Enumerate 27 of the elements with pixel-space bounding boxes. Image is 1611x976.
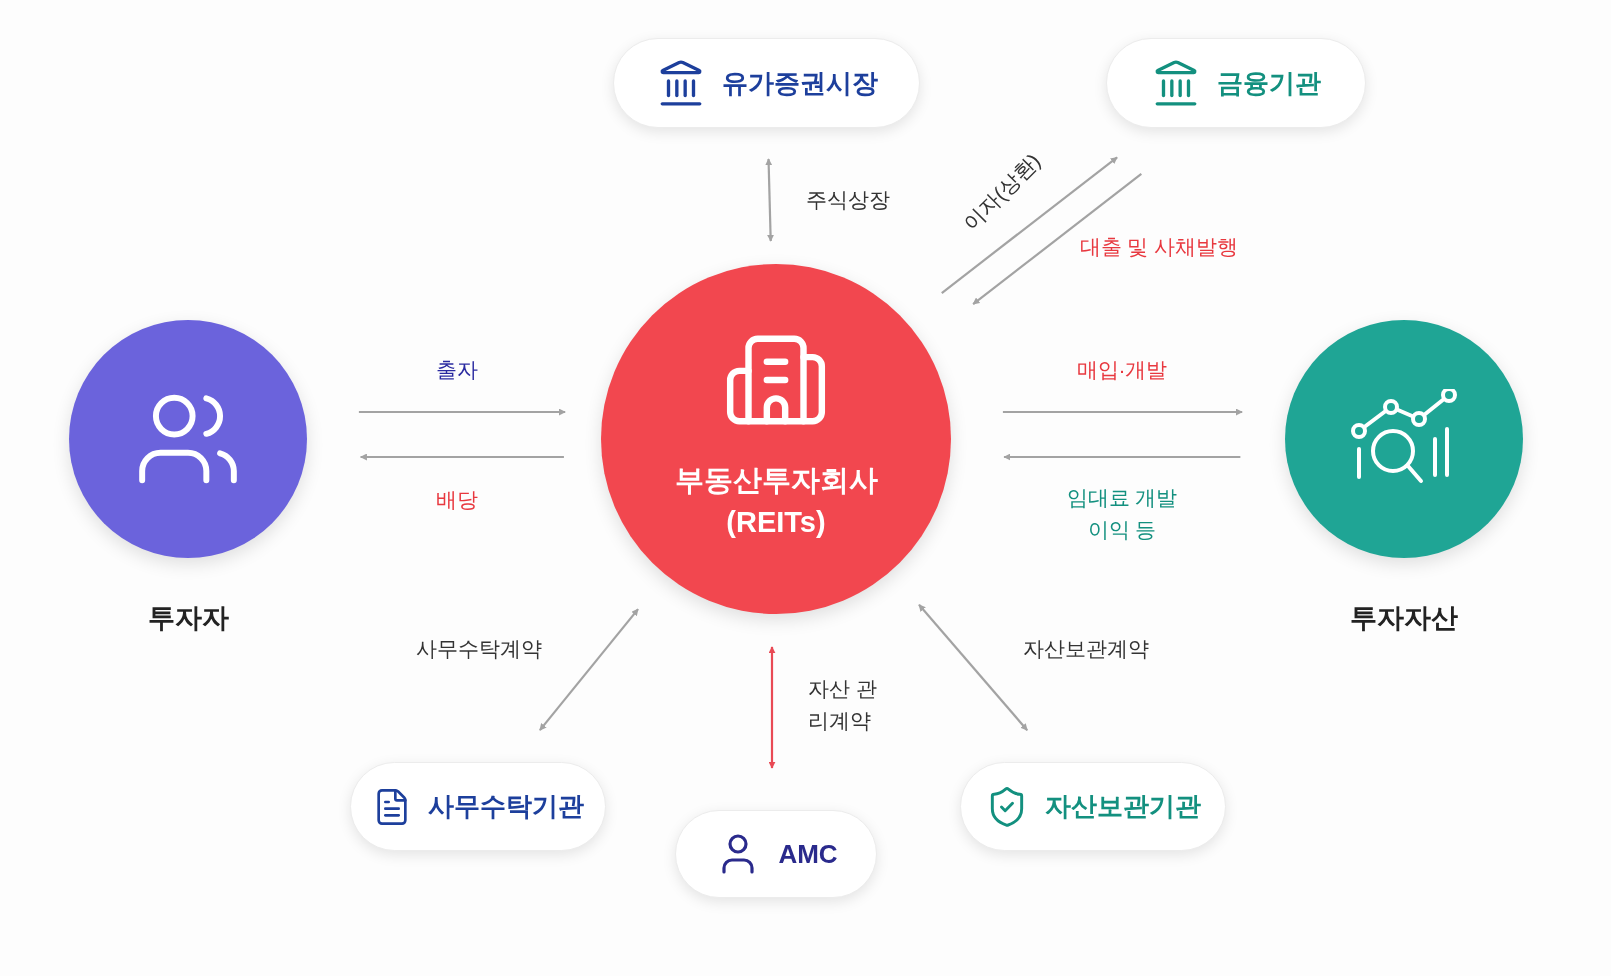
arrow [768,646,776,769]
edge-label: 대출 및 사채발행 [1078,234,1240,260]
edge-label: 출자 [435,357,479,383]
arrow [539,608,639,731]
arrow [1003,453,1241,461]
node-title: 부동산투자회사 (REITs) [673,462,879,540]
node-title: 자산보관기관 [1045,790,1201,823]
node-title: 유가증권시장 [721,66,878,100]
node-title: 금융기관 [1217,66,1321,100]
arrow [359,453,564,461]
arrow [941,156,1118,294]
edge-label: 매입·개발 [1075,357,1169,383]
arrow [972,173,1143,305]
node-title: 사무수탁기관 [428,790,584,823]
edge-label: 자산보관계약 [1022,636,1150,662]
node-title: AMC [778,837,838,871]
edge-label: 자산 관리계약 [808,676,878,734]
arrow [358,408,566,416]
arrow [765,158,775,242]
edge-label: 배당 [435,487,479,513]
edge-label: 임대료 개발이익 등 [1065,485,1179,543]
node-title: 투자자 [147,602,229,635]
node-title: 투자자산 [1350,602,1458,635]
arrow [918,604,1028,731]
edge-label: 주식상장 [806,187,890,213]
arrow [1002,408,1243,416]
edge-label: 사무수탁계약 [415,636,543,662]
